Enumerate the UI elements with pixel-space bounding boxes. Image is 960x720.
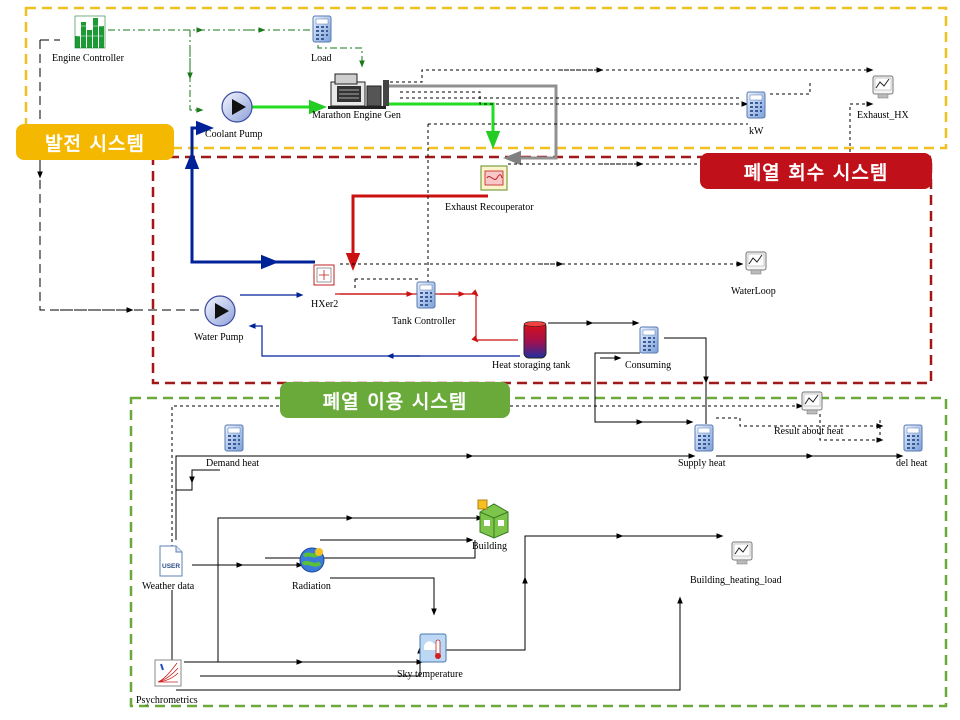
supply-heat-calculator-icon[interactable]	[694, 424, 714, 452]
label-sky-temperature: Sky temperature	[397, 669, 463, 680]
weather-file-tag: USER	[162, 563, 180, 570]
label-hxer2: HXer2	[311, 299, 338, 310]
tank-controller-icon[interactable]	[416, 281, 436, 309]
power-system-badge: 발전 시스템	[16, 124, 174, 160]
label-psychrometrics: Psychrometrics	[136, 695, 198, 706]
water-pump-control-link	[37, 39, 200, 313]
control-solid-links	[548, 320, 709, 425]
component-labels: Engine Controller Load Coolant Pump Mara…	[52, 53, 928, 706]
result-heat-plotter-icon[interactable]	[801, 391, 823, 415]
demand-heat-calculator-icon[interactable]	[224, 424, 244, 452]
kw-calculator-icon[interactable]	[746, 91, 766, 119]
label-exhaust-recouperator: Exhaust Recouperator	[445, 202, 534, 213]
building-icon[interactable]	[477, 499, 509, 539]
label-weather-data: Weather data	[142, 581, 195, 592]
label-load: Load	[311, 53, 332, 64]
hot-water-lines	[335, 194, 518, 343]
use-system-boundary	[129, 396, 948, 708]
label-marathon-engine-gen: Marathon Engine Gen	[312, 110, 401, 121]
label-building: Building	[472, 541, 507, 552]
label-tank-controller: Tank Controller	[392, 316, 456, 327]
label-coolant-pump: Coolant Pump	[205, 129, 263, 140]
label-waterloop: WaterLoop	[731, 286, 776, 297]
building-heating-load-plotter-icon[interactable]	[731, 541, 753, 565]
control-signal-links	[108, 27, 365, 113]
coolant-pump-icon[interactable]	[221, 91, 253, 123]
exhaust-line	[388, 84, 558, 166]
load-calculator-icon[interactable]	[312, 15, 332, 43]
engine-generator-icon[interactable]	[328, 73, 389, 109]
heat-storage-tank-icon[interactable]	[523, 321, 547, 359]
water-pump-icon[interactable]	[204, 295, 236, 327]
engine-controller-icon[interactable]	[74, 15, 106, 49]
del-heat-calculator-icon[interactable]	[903, 424, 923, 452]
hxer2-icon[interactable]	[313, 264, 335, 286]
exhaust-hx-plotter-icon[interactable]	[872, 75, 894, 99]
sky-temperature-icon[interactable]	[419, 633, 447, 663]
label-result-about-heat: Result about heat	[774, 426, 844, 437]
label-kw: kW	[749, 126, 764, 137]
label-heat-storaging-tank: Heat storaging tank	[492, 360, 570, 371]
label-building-heating-load: Building_heating_load	[690, 575, 782, 586]
label-supply-heat: Supply heat	[678, 458, 726, 469]
cold-water-lines	[184, 120, 520, 359]
exhaust-recouperator-icon[interactable]	[480, 165, 508, 191]
weather-data-file-icon[interactable]: USER	[159, 545, 183, 577]
label-del-heat: del heat	[896, 458, 928, 469]
label-engine-controller: Engine Controller	[52, 53, 125, 64]
label-demand-heat: Demand heat	[206, 458, 259, 469]
use-system-dashed-links	[171, 403, 884, 548]
recovery-system-badge: 폐열 회수 시스템	[700, 153, 932, 189]
psychrometrics-icon[interactable]	[154, 659, 182, 687]
label-exhaust-hx: Exhaust_HX	[857, 110, 909, 121]
label-water-pump: Water Pump	[194, 332, 243, 343]
use-system-badge: 폐열 이용 시스템	[280, 382, 510, 418]
label-radiation: Radiation	[292, 581, 331, 592]
waterloop-plotter-icon[interactable]	[745, 251, 767, 275]
consuming-calculator-icon[interactable]	[639, 326, 659, 354]
radiation-globe-icon[interactable]	[299, 547, 325, 573]
label-consuming: Consuming	[625, 360, 671, 371]
use-system-links	[169, 453, 904, 691]
output-dashed-links	[340, 67, 874, 290]
